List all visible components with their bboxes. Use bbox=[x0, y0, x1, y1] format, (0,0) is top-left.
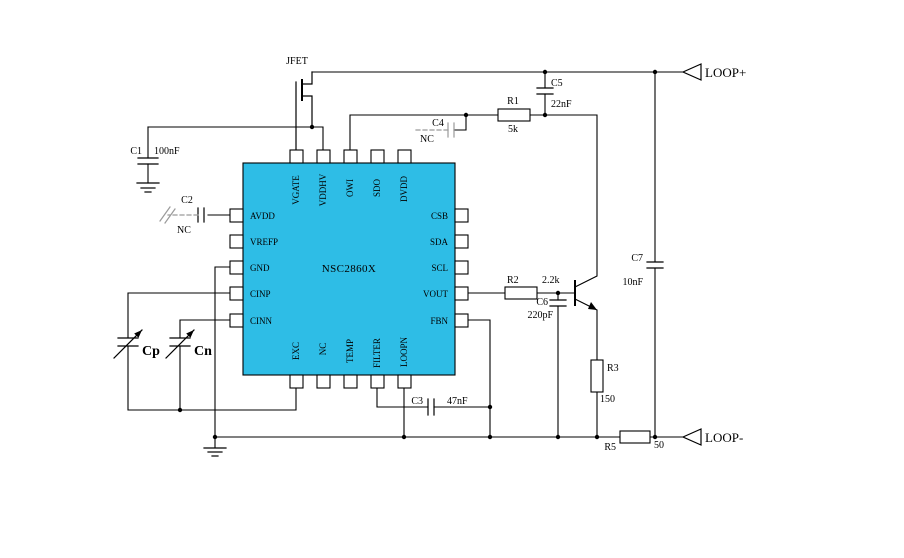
pin-sdo bbox=[370, 149, 385, 164]
pin-cinp bbox=[229, 286, 244, 301]
variable-capacitor-cn bbox=[165, 329, 195, 359]
c2-value: NC bbox=[177, 225, 191, 236]
c3-value: 47nF bbox=[447, 396, 468, 407]
pin-loopn bbox=[397, 374, 412, 389]
capacitor-c1 bbox=[137, 157, 159, 165]
jfet-symbol bbox=[295, 71, 313, 151]
jfet-label: JFET bbox=[286, 56, 308, 67]
pin-exc bbox=[289, 374, 304, 389]
pin-vddhv bbox=[316, 149, 331, 164]
pin-avdd bbox=[229, 208, 244, 223]
cp-ref: Cp bbox=[142, 344, 160, 359]
pin-label-cinp: CINP bbox=[250, 289, 271, 299]
pin-label-scl: SCL bbox=[431, 263, 448, 273]
npn-transistor bbox=[574, 280, 597, 310]
pin-scl bbox=[454, 260, 469, 275]
r3-value: 150 bbox=[600, 394, 615, 405]
pin-label-temp: TEMP bbox=[345, 339, 355, 363]
pin-fbn bbox=[454, 313, 469, 328]
r1-value: 5k bbox=[508, 124, 518, 135]
chip-pin-squares bbox=[229, 149, 469, 389]
pin-label-owi: OWI bbox=[345, 179, 355, 197]
c3-ref: C3 bbox=[411, 396, 423, 407]
loop-plus-connector bbox=[681, 63, 702, 81]
c2-ref: C2 bbox=[181, 195, 193, 206]
chip-name: NSC2860X bbox=[322, 263, 377, 275]
pin-vout bbox=[454, 286, 469, 301]
pin-sda bbox=[454, 234, 469, 249]
resistor-r2 bbox=[504, 286, 538, 300]
c1-ref: C1 bbox=[130, 146, 142, 157]
r2-value: 2.2k bbox=[542, 275, 560, 286]
c5-value: 22nF bbox=[551, 99, 572, 110]
c4-ref: C4 bbox=[432, 118, 444, 129]
pin-label-filter: FILTER bbox=[372, 338, 382, 368]
pin-label-vout: VOUT bbox=[423, 289, 448, 299]
ground-symbol-main bbox=[203, 447, 227, 457]
pin-label-nc: NC bbox=[318, 343, 328, 356]
capacitor-c5 bbox=[536, 87, 554, 95]
pin-owi bbox=[343, 149, 358, 164]
pin-label-vddhv: VDDHV bbox=[318, 173, 328, 206]
r5-value: 50 bbox=[654, 440, 664, 451]
resistor-r5 bbox=[619, 430, 651, 444]
cn-ref: Cn bbox=[194, 344, 212, 359]
pin-label-sda: SDA bbox=[430, 237, 449, 247]
pin-label-sdo: SDO bbox=[372, 179, 382, 198]
c1-value: 100nF bbox=[154, 146, 180, 157]
r5-ref: R5 bbox=[604, 442, 616, 453]
pin-gnd bbox=[229, 260, 244, 275]
c7-ref: C7 bbox=[631, 253, 643, 264]
r1-ref: R1 bbox=[507, 96, 519, 107]
r2-ref: R2 bbox=[507, 275, 519, 286]
pin-vrefp bbox=[229, 234, 244, 249]
loop-minus-connector bbox=[681, 428, 702, 446]
c7-value: 10nF bbox=[622, 277, 643, 288]
pin-temp bbox=[343, 374, 358, 389]
capacitor-c7 bbox=[646, 261, 664, 269]
pin-cinn bbox=[229, 313, 244, 328]
c6-value: 220pF bbox=[527, 310, 553, 321]
r3-ref: R3 bbox=[607, 363, 619, 374]
component-labels: JFET C1 100nF C2 NC C3 47nF C4 NC C5 22n… bbox=[130, 56, 664, 453]
c5-ref: C5 bbox=[551, 78, 563, 89]
capacitor-c4-nc bbox=[413, 122, 455, 138]
pin-vgate bbox=[289, 149, 304, 164]
pin-dvdd bbox=[397, 149, 412, 164]
capacitor-c6 bbox=[549, 299, 567, 307]
c4-value: NC bbox=[420, 134, 434, 145]
pin-nc bbox=[316, 374, 331, 389]
pin-label-exc: EXC bbox=[291, 342, 301, 360]
pin-label-dvdd: DVDD bbox=[399, 176, 409, 202]
loop-minus-label: LOOP- bbox=[705, 430, 743, 445]
pin-label-vrefp: VREFP bbox=[250, 237, 278, 247]
pin-label-avdd: AVDD bbox=[250, 211, 275, 221]
pin-label-fbn: FBN bbox=[430, 316, 448, 326]
pin-label-vgate: VGATE bbox=[291, 175, 301, 205]
chip-pin-labels: AVDD VREFP GND CINP CINN CSB SDA SCL VOU… bbox=[250, 173, 448, 368]
pin-csb bbox=[454, 208, 469, 223]
resistor-r3 bbox=[590, 359, 604, 393]
pin-label-gnd: GND bbox=[250, 263, 270, 273]
loop-plus-label: LOOP+ bbox=[705, 65, 746, 80]
resistor-r1 bbox=[497, 108, 531, 122]
pin-filter bbox=[370, 374, 385, 389]
variable-capacitor-cp bbox=[113, 329, 143, 359]
pin-label-csb: CSB bbox=[431, 211, 448, 221]
pin-label-loopn: LOOPN bbox=[399, 337, 409, 368]
wire-network bbox=[127, 71, 684, 449]
pin-label-cinn: CINN bbox=[250, 316, 272, 326]
capacitor-c2-nc bbox=[159, 206, 205, 224]
capacitor-c3 bbox=[427, 398, 435, 416]
ground-symbol-c1 bbox=[136, 182, 160, 193]
junction-dots bbox=[177, 69, 658, 440]
c6-ref: C6 bbox=[536, 297, 548, 308]
